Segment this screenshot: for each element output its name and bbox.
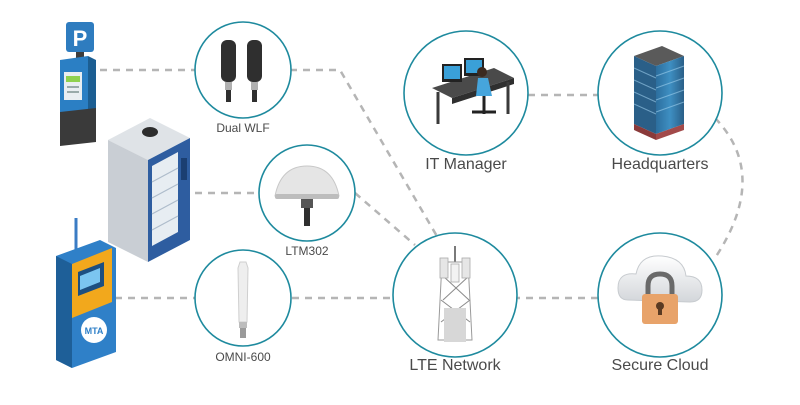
dual-antenna-icon	[221, 40, 262, 102]
connector-hq-cloud	[713, 117, 744, 259]
label-ltm302: LTM302	[285, 244, 329, 258]
dome-antenna-icon	[274, 165, 340, 226]
parking-meter-icon: P	[60, 22, 96, 146]
label-lte-network: LTE Network	[409, 357, 501, 374]
label-omni600: OMNI-600	[215, 350, 271, 364]
connector-dualwlf-lte	[290, 68, 440, 239]
connector-ltm302-lte	[354, 192, 416, 246]
parking-sign-letter: P	[73, 26, 88, 51]
it-manager-workstation-icon	[432, 58, 514, 124]
omni-antenna-icon	[237, 261, 249, 338]
label-it-manager: IT Manager	[425, 156, 507, 173]
label-headquarters: Headquarters	[611, 156, 709, 173]
vending-machine-icon	[108, 118, 190, 262]
circle-dual-wlf	[194, 21, 292, 119]
cell-tower-icon	[437, 246, 473, 342]
atm-logo-text: MTA	[85, 326, 104, 336]
label-secure-cloud: Secure Cloud	[611, 357, 709, 374]
atm-kiosk-icon: MTA	[56, 218, 116, 368]
connectors	[100, 68, 744, 300]
cloud-lock-icon	[617, 255, 703, 324]
headquarters-building-icon	[633, 46, 685, 140]
label-dual-wlf: Dual WLF	[216, 121, 270, 135]
